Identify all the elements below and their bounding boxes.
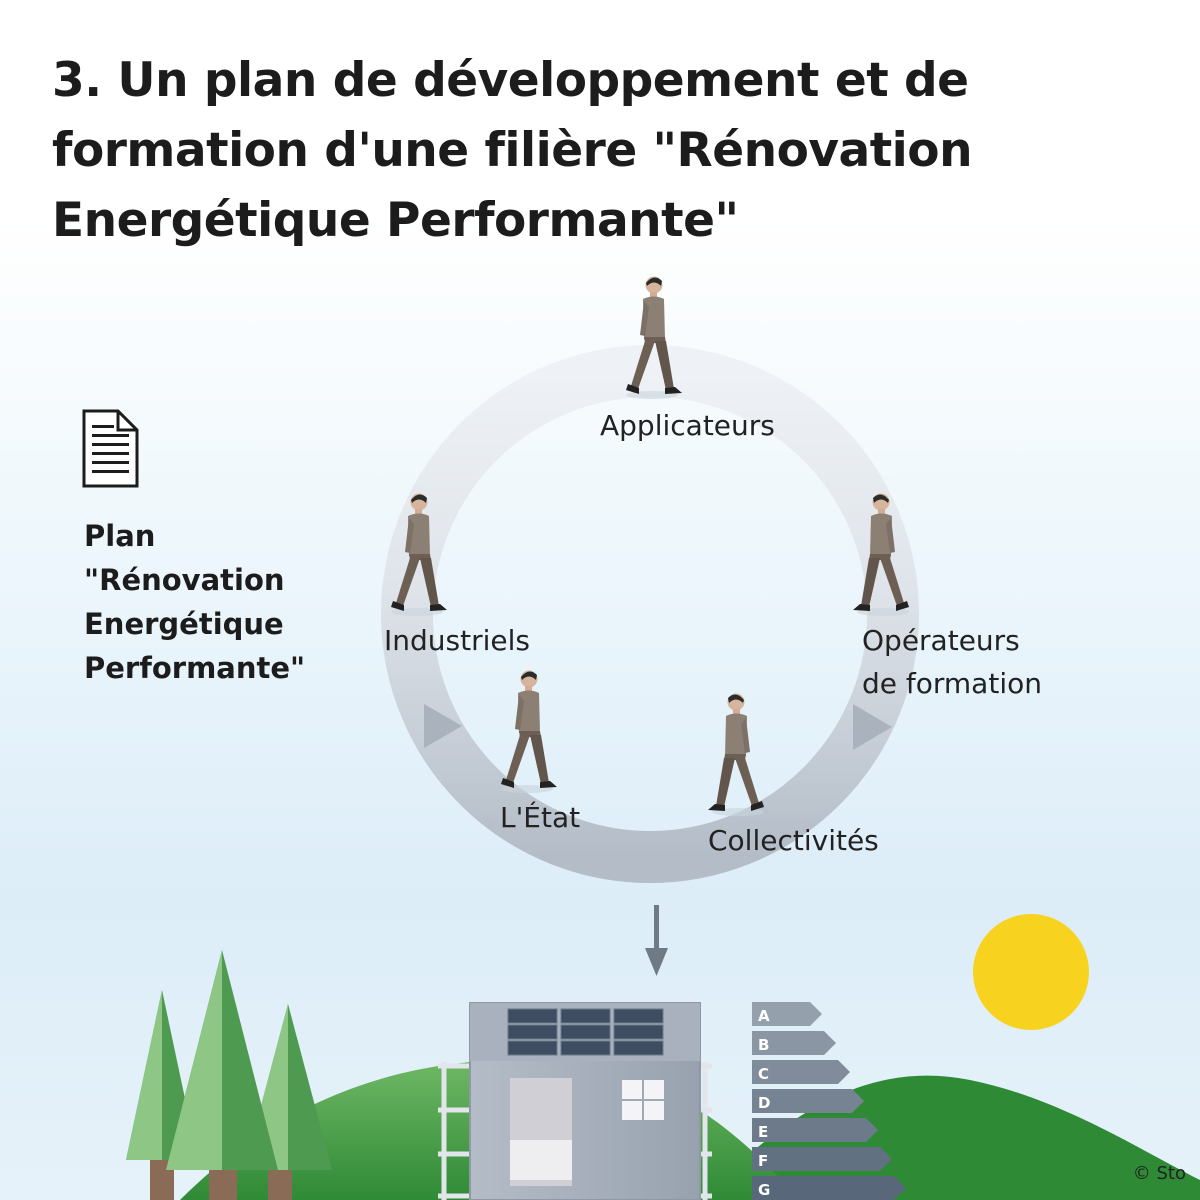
energy-label-f: F	[752, 1147, 892, 1171]
plan-line-3: Energétique	[84, 607, 284, 641]
svg-text:F: F	[758, 1152, 768, 1170]
building	[469, 1002, 701, 1200]
energy-label-e: E	[752, 1118, 878, 1142]
label-industriels: Industriels	[384, 624, 530, 657]
title-line-3: Energétique Performante"	[52, 193, 739, 248]
label-etat: L'État	[500, 801, 581, 834]
svg-text:B: B	[758, 1036, 769, 1054]
ring-arrow-left	[424, 704, 462, 748]
energy-label-d: D	[752, 1089, 864, 1113]
svg-text:A: A	[758, 1007, 770, 1025]
label-applicateurs: Applicateurs	[600, 409, 775, 442]
energy-label-chart: A B C D E F G	[752, 1002, 906, 1200]
energy-label-b: B	[752, 1031, 836, 1055]
label-collectivites: Collectivités	[708, 824, 879, 857]
title-line-2: formation d'une filière "Rénovation	[52, 123, 973, 178]
walker-etat	[501, 670, 557, 793]
plan-line-2: "Rénovation	[84, 563, 285, 597]
label-operateurs-line-1: Opérateurs	[862, 624, 1020, 657]
ring-arrow-right	[853, 704, 892, 750]
svg-text:G: G	[758, 1181, 770, 1199]
down-arrow-icon	[645, 905, 668, 976]
energy-label-a: A	[752, 1002, 822, 1026]
energy-label-g: G	[752, 1176, 906, 1200]
title-line-1: 3. Un plan de développement et de	[52, 53, 969, 108]
plan-line-4: Performante"	[84, 651, 306, 685]
label-operateurs-line-2: de formation	[862, 667, 1042, 700]
document-icon	[82, 409, 139, 488]
plan-line-1: Plan	[84, 519, 156, 553]
svg-text:E: E	[758, 1123, 768, 1141]
label-operateurs: Opérateurs de formation	[862, 619, 1042, 705]
page-title: 3. Un plan de développement et de format…	[52, 46, 1052, 256]
copyright-text: © Sto	[1132, 1163, 1186, 1184]
sun-icon	[973, 914, 1089, 1030]
tree-icon	[166, 950, 278, 1200]
energy-label-c: C	[752, 1060, 850, 1084]
walker-collectivites	[708, 693, 764, 816]
svg-text:C: C	[758, 1065, 769, 1083]
plan-caption: Plan "Rénovation Energétique Performante…	[84, 514, 305, 690]
svg-text:D: D	[758, 1094, 770, 1112]
